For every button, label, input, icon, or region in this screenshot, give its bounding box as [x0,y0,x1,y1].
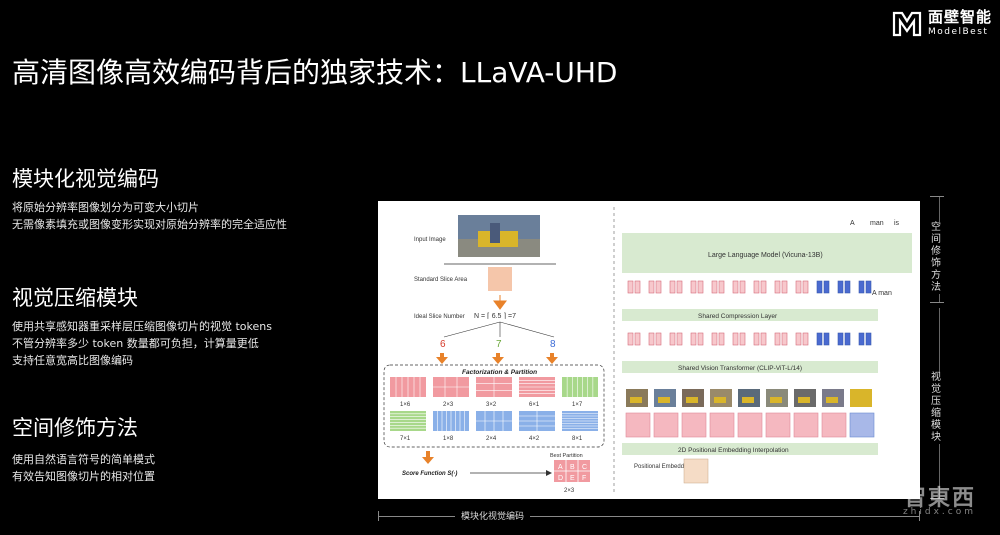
down-arrow-icon [546,353,558,364]
side-label-spatial: 空间修饰方法 [930,222,942,294]
best-cell: F [582,475,586,482]
grid-label: 3×2 [486,402,497,408]
compression-label: Shared Compression Layer [698,313,778,320]
factorization-box [383,364,605,448]
down-arrow-icon [492,353,504,364]
ideal-slice-label: Ideal Slice Number [414,314,465,320]
standard-slice-label: Standard Slice Area [414,277,468,283]
right-arrow-icon [546,470,552,476]
grid-label: 1×7 [572,402,583,408]
caption-line [378,516,920,517]
best-cell: A [558,464,563,471]
best-label: 2×3 [564,488,575,494]
side-label-compression: 视觉压缩模块 [930,372,942,444]
section-line: 无需像素填充或图像变形实现对原始分辨率的完全适应性 [12,218,287,231]
modelbest-logo-icon [892,11,922,36]
architecture-figure: Input Image Standard Slice Area Ideal Sl… [378,201,920,499]
llm-label: Large Language Model (Vicuna-13B) [708,252,823,259]
best-partition-label: Best Partition [550,453,583,459]
down-arrow-icon [493,295,507,310]
slice-formula: N = ⌈ 6.5 ⌉ =7 [474,312,516,320]
output-token: man [870,220,884,227]
grid-label: 1×6 [400,402,411,408]
watermark-sub: zhidx.com [902,507,976,517]
pos-emb-box [683,458,709,484]
grid-label: 2×4 [486,436,497,442]
score-function-label: Score Function S(·) [402,471,457,477]
best-cell: C [582,464,587,471]
image-slice-row [626,389,872,407]
partition-grids-row1: 1×6 2×3 3×2 6×1 1×7 [390,377,598,408]
branch-6: 6 [440,339,446,350]
section-line: 将原始分辨率图像划分为可变大小切片 [12,201,199,214]
branch-8: 8 [550,339,556,350]
section-line: 有效告知图像切片的相对位置 [12,470,155,483]
best-cell: E [570,475,575,482]
embedding-row [625,412,875,438]
vit-block [622,361,878,373]
section-text-compression: 使用共享感知器重采样层压缩图像切片的视觉 tokens 不管分辨率多少 toke… [12,318,272,369]
side-tick [930,302,944,303]
best-partition-grid: A B C D E F [554,460,590,482]
watermark: 智東西 [903,486,976,511]
section-line: 不管分辨率多少 token 数量都可负担，计算量更低 [12,337,259,350]
branch-7: 7 [496,339,502,350]
slide-title: 高清图像高效编码背后的独家技术：LLaVA-UHD [12,56,618,89]
side-tick [930,196,944,197]
section-heading-spatial: 空间修饰方法 [12,416,138,440]
pos-interp-label: 2D Positional Embedding Interpolation [678,447,789,454]
grid-label: 6×1 [529,402,540,408]
grid-label: 2×3 [443,402,454,408]
logo-en-text: ModelBest [927,27,989,37]
grid-label: 7×1 [400,436,411,442]
section-heading-compression: 视觉压缩模块 [12,286,138,310]
architecture-diagram: Input Image Standard Slice Area Ideal Sl… [383,207,912,494]
section-line: 使用自然语言符号的简单模式 [12,453,155,466]
llm-token-row [627,280,872,294]
logo-cn-text: 面壁智能 [927,8,992,26]
factorization-label: Factorization & Partition [462,369,537,376]
section-text-spatial: 使用自然语言符号的简单模式 有效告知图像切片的相对位置 [12,451,155,485]
grid-label: 8×1 [572,436,583,442]
input-image-label: Input Image [414,237,446,243]
down-arrow-icon [422,451,434,464]
output-token: A [850,220,855,227]
figure-caption: 模块化视觉编码 [455,509,531,522]
section-heading-modular: 模块化视觉编码 [12,167,159,191]
grid-label: 4×2 [529,436,540,442]
down-arrow-icon [436,353,448,364]
compression-token-row [627,332,872,346]
brand-logo: 面壁智能 ModelBest [892,10,992,37]
section-text-modular: 将原始分辨率图像划分为可变大小切片 无需像素填充或图像变形实现对原始分辨率的完全… [12,199,287,233]
pos-interp-block [622,443,878,455]
output-token: is [894,220,900,227]
best-cell: D [558,475,563,482]
input-image-photo [458,215,540,257]
llm-block [622,233,912,273]
a-man-label: A man [872,290,892,297]
standard-slice-box [488,267,512,291]
caption-tick [378,511,379,521]
caption-tick [919,511,920,521]
section-line: 支持任意宽高比图像编码 [12,354,133,367]
best-cell: B [570,464,575,471]
grid-label: 1×8 [443,436,454,442]
section-line: 使用共享感知器重采样层压缩图像切片的视觉 tokens [12,320,272,333]
vit-label: Shared Vision Transformer (CLIP-ViT-L/14… [678,365,802,372]
side-tick [930,498,944,499]
compression-block [622,309,878,321]
pos-emb-label: Positional Embedding [634,464,692,470]
partition-grids-row2: 7×1 1×8 2×4 4×2 8×1 [390,411,598,442]
